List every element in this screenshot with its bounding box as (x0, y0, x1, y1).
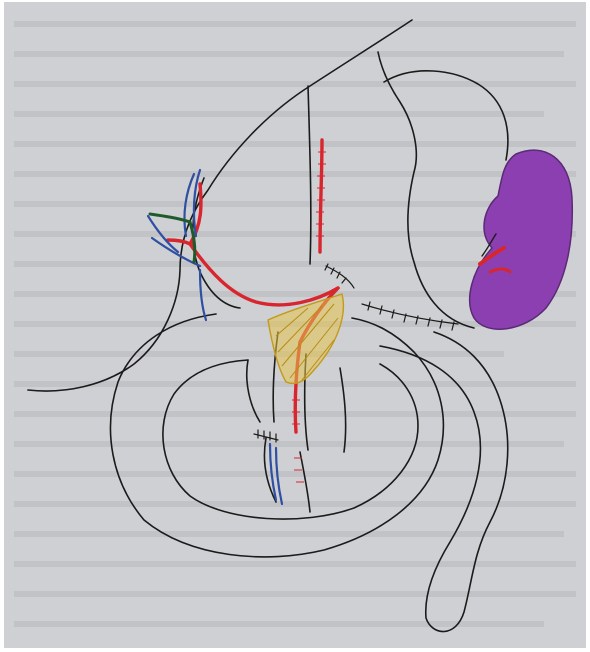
surgical-anatomy-drawing (4, 2, 586, 648)
illustration-frame (4, 2, 586, 648)
